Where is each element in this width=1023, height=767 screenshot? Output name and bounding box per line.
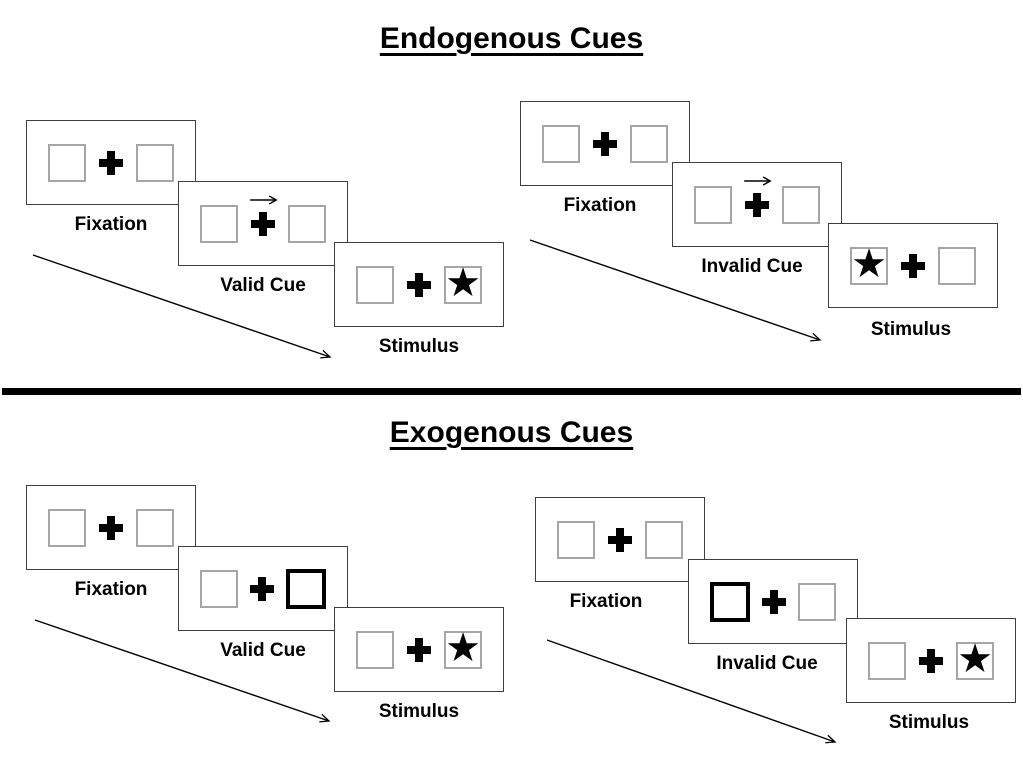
left-placeholder-box xyxy=(542,124,580,163)
plus-cross-icon xyxy=(251,211,275,236)
left-placeholder-box xyxy=(356,265,394,304)
plus-cross-icon xyxy=(745,192,769,217)
exogenous-invalid-cue-panel xyxy=(688,559,858,644)
target-box: ★ xyxy=(956,637,994,681)
plus-cross-icon xyxy=(593,131,617,156)
panel-label-stimulus: Stimulus xyxy=(870,319,952,340)
left-placeholder-box xyxy=(48,143,86,182)
cue-arrow-icon xyxy=(744,175,772,186)
panel-label-stimulus: Stimulus xyxy=(378,701,460,722)
panel-label-stimulus: Stimulus xyxy=(378,336,460,357)
fixation-cross-icon xyxy=(99,515,123,540)
highlighted-cue-box xyxy=(286,568,326,609)
fixation-cross-icon xyxy=(919,648,943,673)
panel-label-fixation: Fixation xyxy=(74,579,148,600)
right-placeholder-box xyxy=(938,246,976,285)
exogenous-valid-cue-panel xyxy=(178,546,348,631)
left-placeholder-box xyxy=(200,569,238,608)
fixation-cross-icon xyxy=(608,527,632,552)
exogenous-invalid-fixation-panel xyxy=(535,497,705,582)
fixation-cross-icon xyxy=(593,131,617,156)
left-placeholder-box xyxy=(356,630,394,669)
plus-cross-icon xyxy=(762,589,786,614)
plus-cross-icon xyxy=(608,527,632,552)
fixation-cross-with-cue xyxy=(250,194,278,236)
plus-cross-icon xyxy=(407,272,431,297)
endogenous-invalid-stimulus-panel: ★ xyxy=(828,223,998,308)
target-box: ★ xyxy=(444,261,482,305)
fixation-cross-with-cue xyxy=(744,175,772,217)
fixation-cross-icon xyxy=(762,589,786,614)
right-placeholder-box xyxy=(136,508,174,547)
cue-arrow-icon xyxy=(250,194,278,205)
timeline-arrow xyxy=(546,639,835,742)
plus-cross-icon xyxy=(99,150,123,175)
exogenous-valid-stimulus-panel: ★ xyxy=(334,607,504,692)
fixation-cross-icon xyxy=(407,637,431,662)
star-icon: ★ xyxy=(851,242,887,286)
section-title-exogenous: Exogenous Cues xyxy=(389,416,634,449)
panel-label-valid-cue: Valid Cue xyxy=(220,640,306,661)
target-box: ★ xyxy=(850,242,888,286)
endogenous-valid-stimulus-panel: ★ xyxy=(334,242,504,327)
left-placeholder-box xyxy=(200,204,238,243)
left-placeholder-box xyxy=(694,185,732,224)
star-icon: ★ xyxy=(957,637,993,681)
fixation-cross-icon xyxy=(407,272,431,297)
endogenous-invalid-fixation-panel xyxy=(520,101,690,186)
right-placeholder-box xyxy=(798,582,836,621)
plus-cross-icon xyxy=(919,648,943,673)
right-placeholder-box xyxy=(630,124,668,163)
right-placeholder-box xyxy=(136,143,174,182)
section-divider xyxy=(2,388,1021,395)
star-icon: ★ xyxy=(445,261,481,305)
timeline-arrow xyxy=(529,239,820,340)
plus-cross-icon xyxy=(901,253,925,278)
right-placeholder-box xyxy=(645,520,683,559)
star-icon: ★ xyxy=(445,626,481,670)
panel-label-fixation: Fixation xyxy=(74,214,148,235)
panel-label-stimulus: Stimulus xyxy=(888,712,970,733)
section-title-endogenous: Endogenous Cues xyxy=(379,22,644,55)
plus-cross-icon xyxy=(407,637,431,662)
fixation-cross-icon xyxy=(250,576,274,601)
right-placeholder-box xyxy=(288,204,326,243)
endogenous-invalid-cue-panel xyxy=(672,162,842,247)
highlighted-cue-box xyxy=(710,581,750,622)
plus-cross-icon xyxy=(99,515,123,540)
fixation-cross-icon xyxy=(99,150,123,175)
fixation-cross-icon xyxy=(901,253,925,278)
exogenous-invalid-stimulus-panel: ★ xyxy=(846,618,1016,703)
panel-label-invalid-cue: Invalid Cue xyxy=(701,256,803,277)
panel-label-fixation: Fixation xyxy=(569,591,643,612)
timeline-arrow xyxy=(34,619,329,721)
timeline-arrow xyxy=(32,254,330,357)
plus-cross-icon xyxy=(250,576,274,601)
panel-label-invalid-cue: Invalid Cue xyxy=(716,653,818,674)
target-box: ★ xyxy=(444,626,482,670)
panel-label-valid-cue: Valid Cue xyxy=(220,275,306,296)
left-placeholder-box xyxy=(868,641,906,680)
panel-label-fixation: Fixation xyxy=(563,195,637,216)
left-placeholder-box xyxy=(48,508,86,547)
left-placeholder-box xyxy=(557,520,595,559)
right-placeholder-box xyxy=(782,185,820,224)
endogenous-valid-fixation-panel xyxy=(26,120,196,205)
exogenous-valid-fixation-panel xyxy=(26,485,196,570)
endogenous-valid-cue-panel xyxy=(178,181,348,266)
